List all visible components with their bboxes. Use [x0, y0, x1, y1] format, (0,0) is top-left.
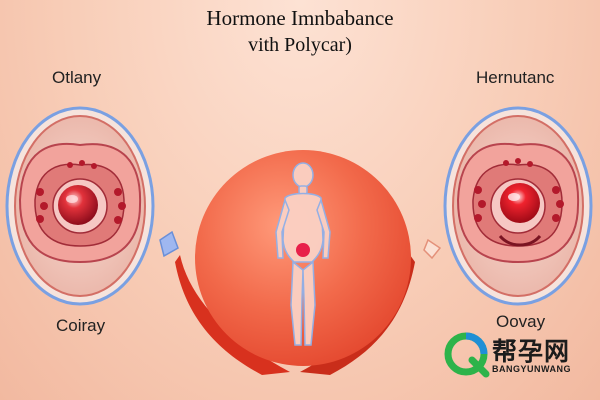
left-swoosh	[175, 255, 290, 375]
watermark-brand-cn: 帮孕网	[492, 337, 571, 366]
watermark-brand-en: BANGYUNWANG	[492, 364, 571, 374]
left-ovary-illustration	[5, 106, 155, 306]
human-body-silhouette	[275, 162, 331, 346]
label-top-right: Hernutanc	[476, 68, 555, 87]
label-top-left: Otlany	[52, 68, 102, 87]
right-ovary-illustration	[443, 106, 593, 306]
left-arrow-icon	[159, 230, 179, 258]
label-bottom-right: Oovay	[496, 312, 546, 331]
label-bottom-left: Coiray	[56, 316, 106, 335]
brand-logo-icon	[444, 332, 490, 378]
uterus-icon	[296, 243, 310, 257]
title-line-1: Hormone Imnbabance	[206, 6, 394, 30]
title-line-2: vith Polycar)	[248, 34, 352, 56]
right-arrow-icon	[423, 238, 442, 260]
watermark: 帮孕网 BANGYUNWANG	[440, 328, 590, 378]
